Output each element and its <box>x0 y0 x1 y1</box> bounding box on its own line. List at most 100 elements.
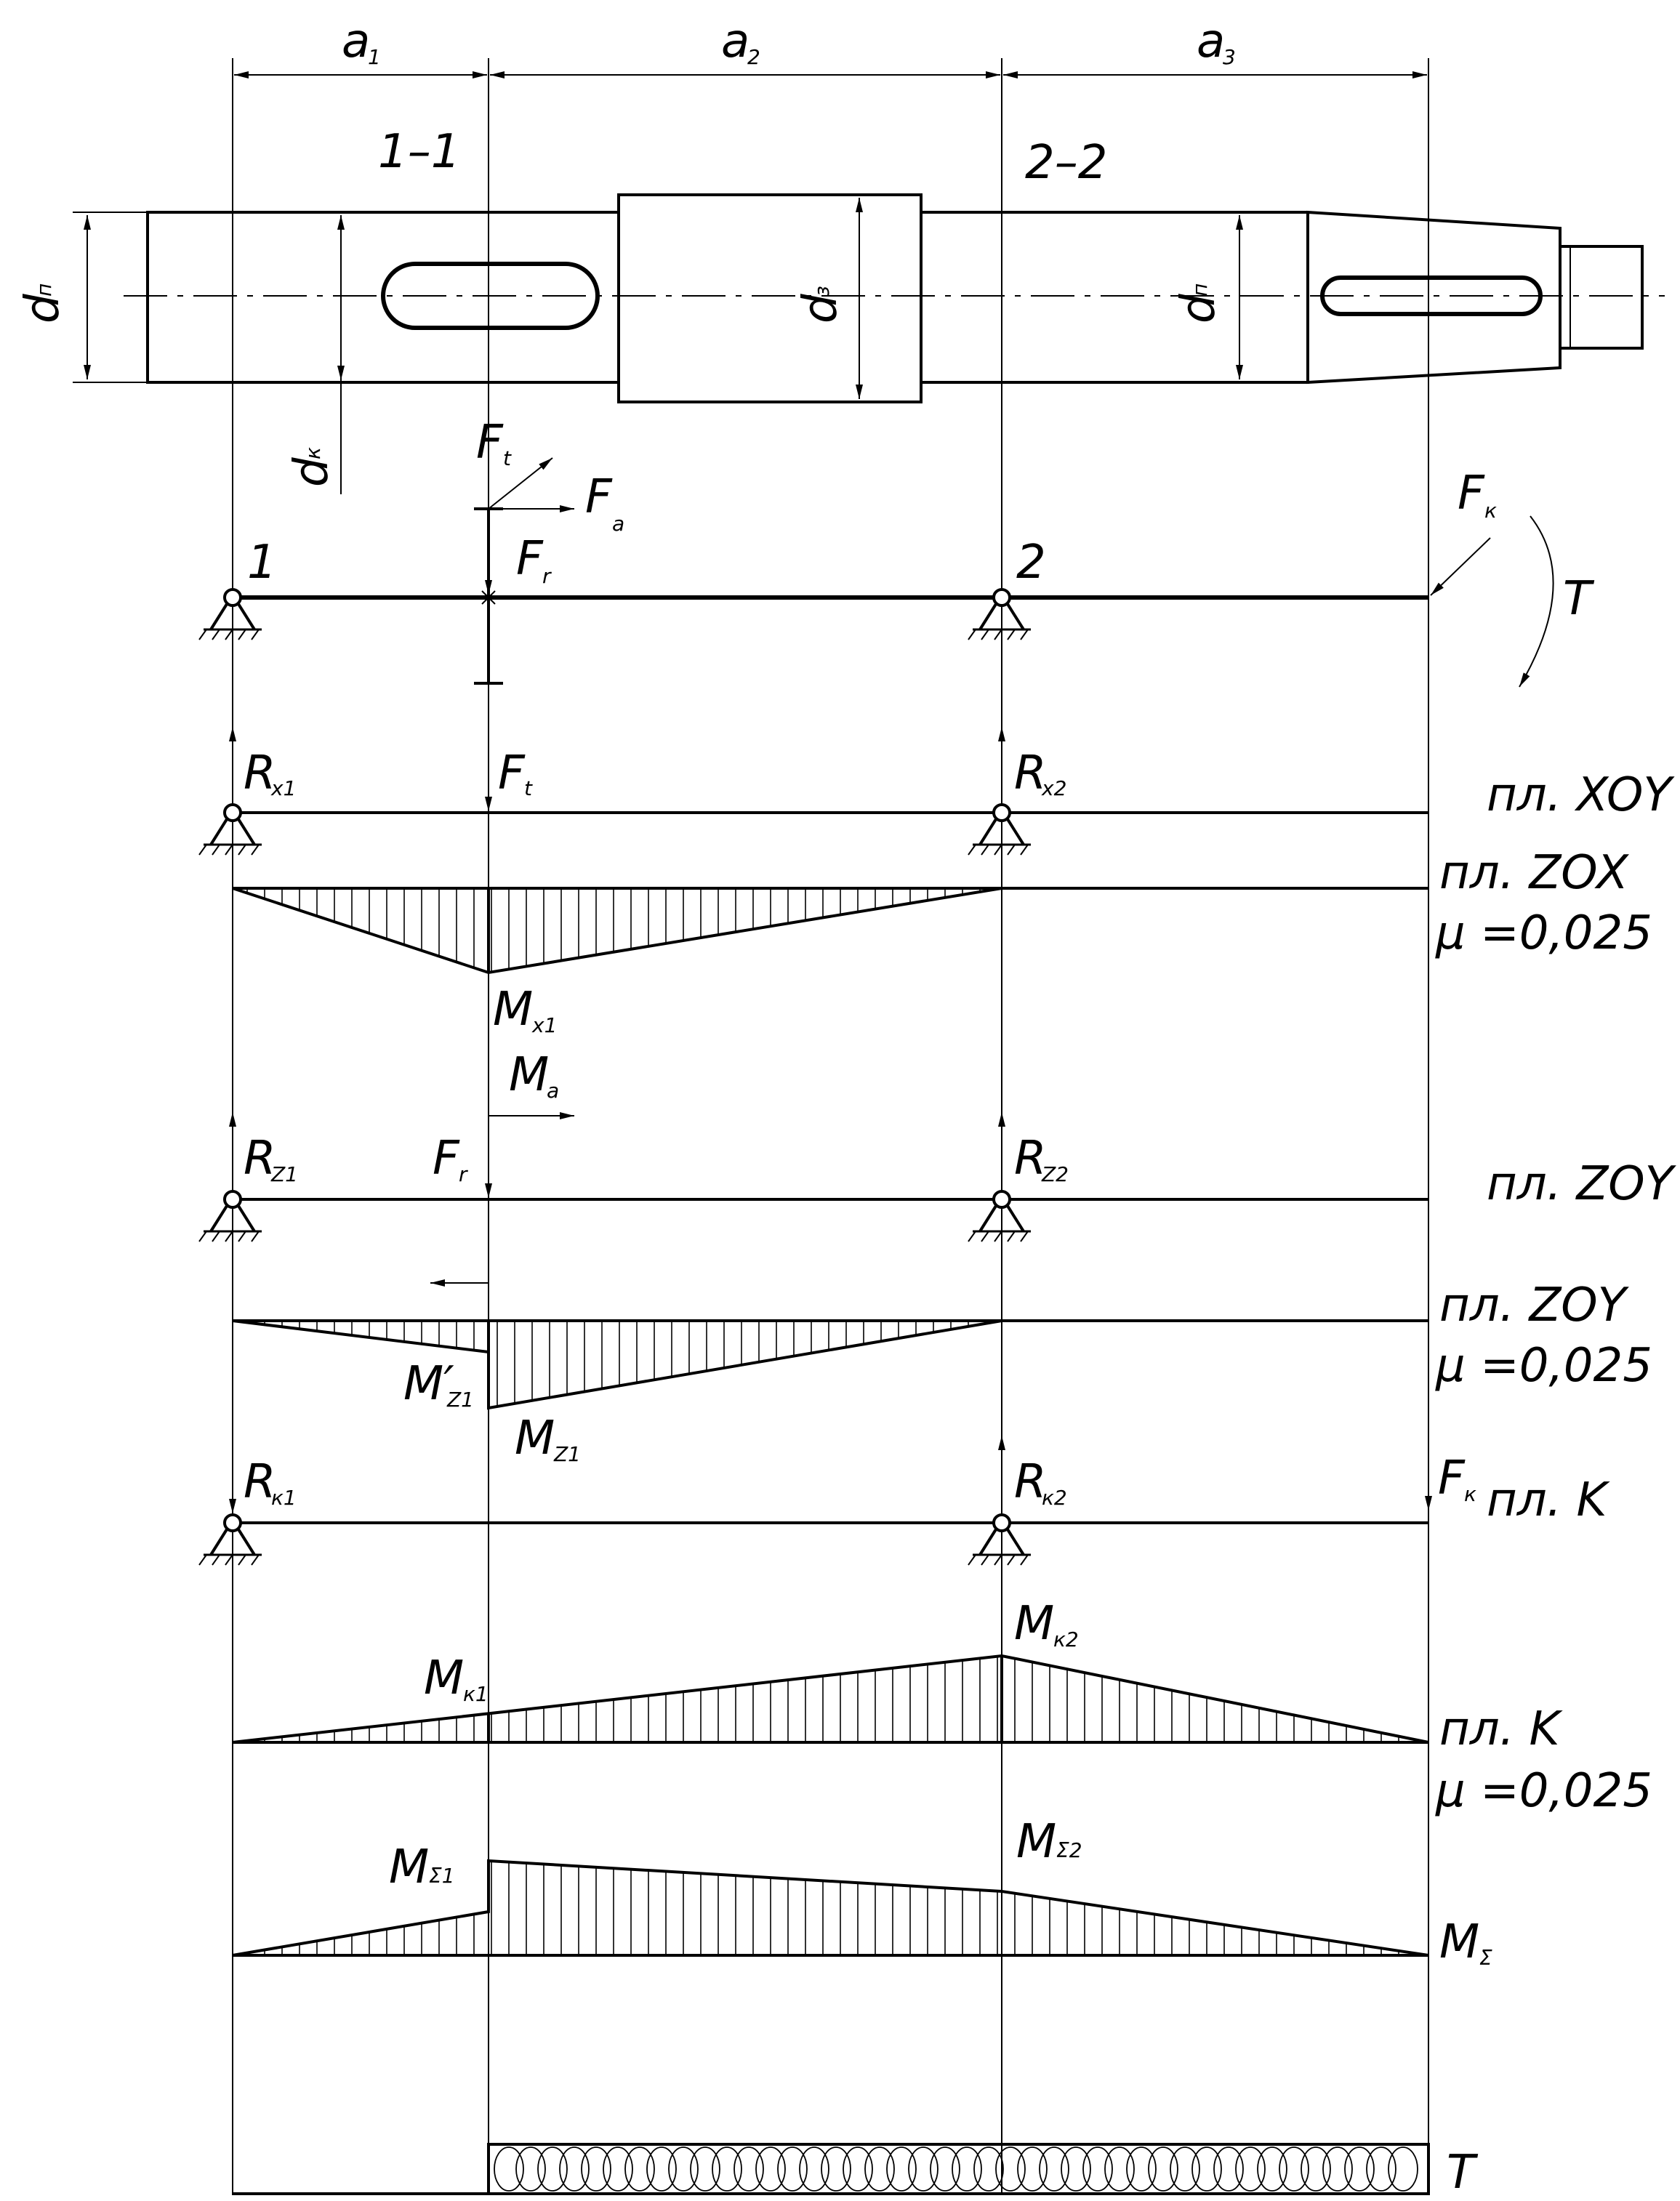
sum-moment-diagram: M Σ1 M Σ2 M Σ <box>232 1815 1492 1970</box>
dim-a1-sub: 1 <box>368 45 381 69</box>
rz1-sub: Z1 <box>270 1162 298 1186</box>
torque-loop <box>690 2146 720 2192</box>
torque-loop <box>821 2146 851 2192</box>
mk2-label: M <box>1014 1597 1054 1651</box>
torque-loop <box>1191 2146 1222 2192</box>
torque-loop <box>973 2146 1004 2192</box>
xoy-plane-label: пл. XOY <box>1487 768 1675 822</box>
torque-loop <box>930 2146 960 2192</box>
ma-sub: a <box>547 1079 559 1103</box>
fr-sub: r <box>542 564 552 588</box>
rx2-label: R <box>1014 747 1046 800</box>
torque-loop <box>864 2146 895 2192</box>
torque-loop <box>1301 2146 1331 2192</box>
fk-sub: к <box>1484 499 1497 523</box>
mx1-sub: x1 <box>531 1013 557 1037</box>
d-k-label: d <box>285 457 339 487</box>
zoy-plane-label: пл. ZOY <box>1487 1157 1677 1211</box>
torque-loop <box>1017 2146 1048 2192</box>
ms1-label: M <box>389 1840 429 1894</box>
torque-loop <box>843 2146 873 2192</box>
ms-label: M <box>1439 1915 1479 1969</box>
torque-loop <box>581 2146 611 2192</box>
d-p-right-sub: п <box>1188 283 1212 297</box>
torque-loop <box>995 2146 1026 2192</box>
torque-loop <box>1235 2146 1266 2192</box>
rx1-sub: x1 <box>270 776 296 800</box>
zox-scale-label: μ =0,025 <box>1435 906 1652 960</box>
d-z-label: d <box>794 294 848 323</box>
force-scheme: F t F a F r F к T 1 2 <box>198 416 1595 688</box>
zoy-scale-label: μ =0,025 <box>1435 1339 1652 1393</box>
rz1-label: R <box>244 1132 276 1186</box>
torque-diagram: T <box>233 2143 1479 2200</box>
torque-loop <box>886 2146 917 2192</box>
fa-label: F <box>585 470 613 524</box>
mx1-label: M <box>493 983 533 1037</box>
mz1-prime-label: M′ <box>403 1357 454 1411</box>
mz1-prime-sub: Z1 <box>446 1388 474 1412</box>
torque-loop <box>668 2146 699 2192</box>
d-p-left-sub: п <box>32 283 56 297</box>
ms-sub: Σ <box>1479 1946 1492 1970</box>
torque-loop <box>952 2146 982 2192</box>
k-fk-label: F <box>1438 1452 1466 1505</box>
shaft <box>124 193 1665 403</box>
ft-sub: t <box>503 446 512 470</box>
ms1-sub: Σ1 <box>429 1864 455 1888</box>
support-2-label: 2 <box>1016 536 1046 590</box>
rz2-sub: Z2 <box>1041 1162 1069 1186</box>
zoy-fr-sub: r <box>459 1162 468 1186</box>
k-fk-sub: к <box>1464 1482 1476 1506</box>
torque-diagram-label: T <box>1447 2146 1479 2200</box>
zoy-scheme: M a R Z1 F r R Z2 пл. ZOY <box>198 1048 1677 1287</box>
mk1-label: M <box>424 1651 464 1705</box>
fk-label: F <box>1458 467 1485 520</box>
torque-label: T <box>1563 572 1595 626</box>
torque-loop <box>537 2146 568 2192</box>
torque-loop <box>799 2146 829 2192</box>
mk2-sub: к2 <box>1053 1627 1079 1651</box>
torque-loop <box>1366 2146 1396 2192</box>
ms2-label: M <box>1016 1815 1056 1869</box>
diameter-dims: d п d к d з d п <box>16 198 1243 494</box>
rx2-sub: x2 <box>1041 776 1066 800</box>
torque-loop <box>1344 2146 1375 2192</box>
zoy-moment-diagram: пл. ZOY μ =0,025 M′ Z1 M Z1 <box>232 1279 1652 1466</box>
torque-loop <box>777 2146 808 2192</box>
torque-loop <box>1279 2146 1309 2192</box>
dim-a1-label: a <box>342 15 370 68</box>
fr-label: F <box>516 532 544 586</box>
ma-label: M <box>509 1048 549 1102</box>
rk1-label: R <box>244 1455 276 1509</box>
xoy-ft-sub: t <box>524 776 533 800</box>
torque-loop <box>1388 2146 1418 2192</box>
rz2-label: R <box>1014 1132 1046 1186</box>
torque-loop <box>1213 2146 1244 2192</box>
dim-a3-sub: 3 <box>1223 45 1236 69</box>
torque-loop <box>1322 2146 1353 2192</box>
torque-loop <box>1082 2146 1113 2192</box>
d-z-sub: з <box>810 286 834 297</box>
torque-loop <box>515 2146 546 2192</box>
dim-a2-sub: 2 <box>747 45 760 69</box>
mz1-sub: Z1 <box>553 1442 581 1466</box>
mk1-sub: к1 <box>463 1682 489 1706</box>
xoy-ft-label: F <box>498 747 526 800</box>
torque-loop <box>1061 2146 1091 2192</box>
xoy-scheme: R x1 F t R x2 пл. XOY <box>198 720 1675 856</box>
torque-loop <box>908 2146 939 2192</box>
d-p-right-label: d <box>1172 294 1226 323</box>
dimension-chain: a 1 a 2 a 3 <box>234 15 1427 79</box>
rk1-sub: к1 <box>271 1486 297 1510</box>
torque-loop <box>1126 2146 1157 2192</box>
torque-loop <box>712 2146 742 2192</box>
torque-loop <box>494 2146 524 2192</box>
torque-loop <box>1170 2146 1200 2192</box>
torque-loop <box>734 2146 764 2192</box>
torque-loop <box>1104 2146 1135 2192</box>
dim-a2-label: a <box>721 15 749 68</box>
ft-label: F <box>476 416 504 470</box>
zoy-fr-label: F <box>433 1132 460 1186</box>
